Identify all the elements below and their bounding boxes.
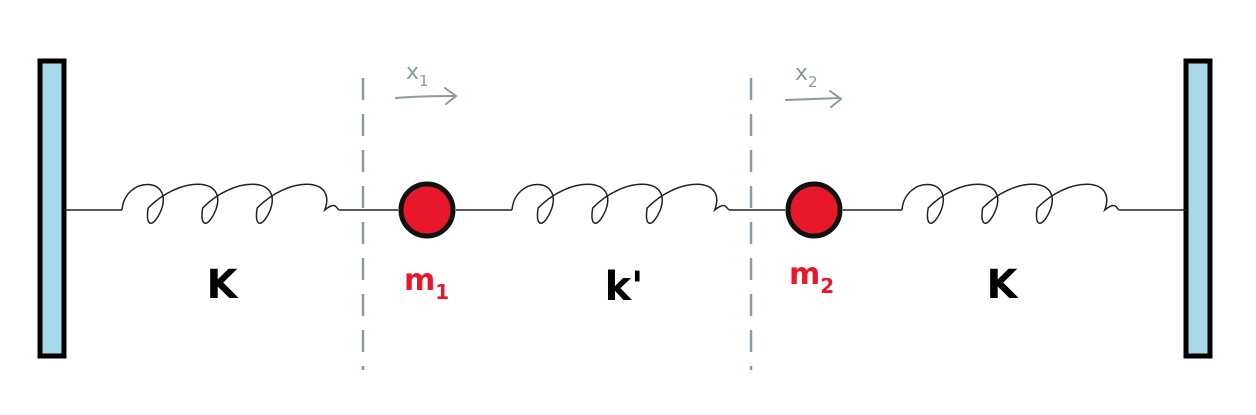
mass-1 xyxy=(398,181,456,239)
displacement-arrow-2 xyxy=(785,90,843,108)
mass-2 xyxy=(785,181,843,239)
spring-label-middle: k' xyxy=(605,264,644,310)
left-wall xyxy=(37,58,67,359)
mass-label-2: m2 xyxy=(789,257,834,298)
spring-left-coil xyxy=(121,183,341,224)
displacement-label-1: x1 xyxy=(406,60,429,90)
mass-label-1: m1 xyxy=(404,263,449,304)
spring-label-right: K xyxy=(987,262,1020,308)
spring-right-coil xyxy=(901,183,1121,224)
spring-label-left: K xyxy=(207,262,240,308)
displacement-arrow-1 xyxy=(395,87,458,105)
right-wall xyxy=(1183,58,1213,359)
spring-middle-coil xyxy=(511,183,731,224)
displacement-label-2: x2 xyxy=(795,61,818,91)
